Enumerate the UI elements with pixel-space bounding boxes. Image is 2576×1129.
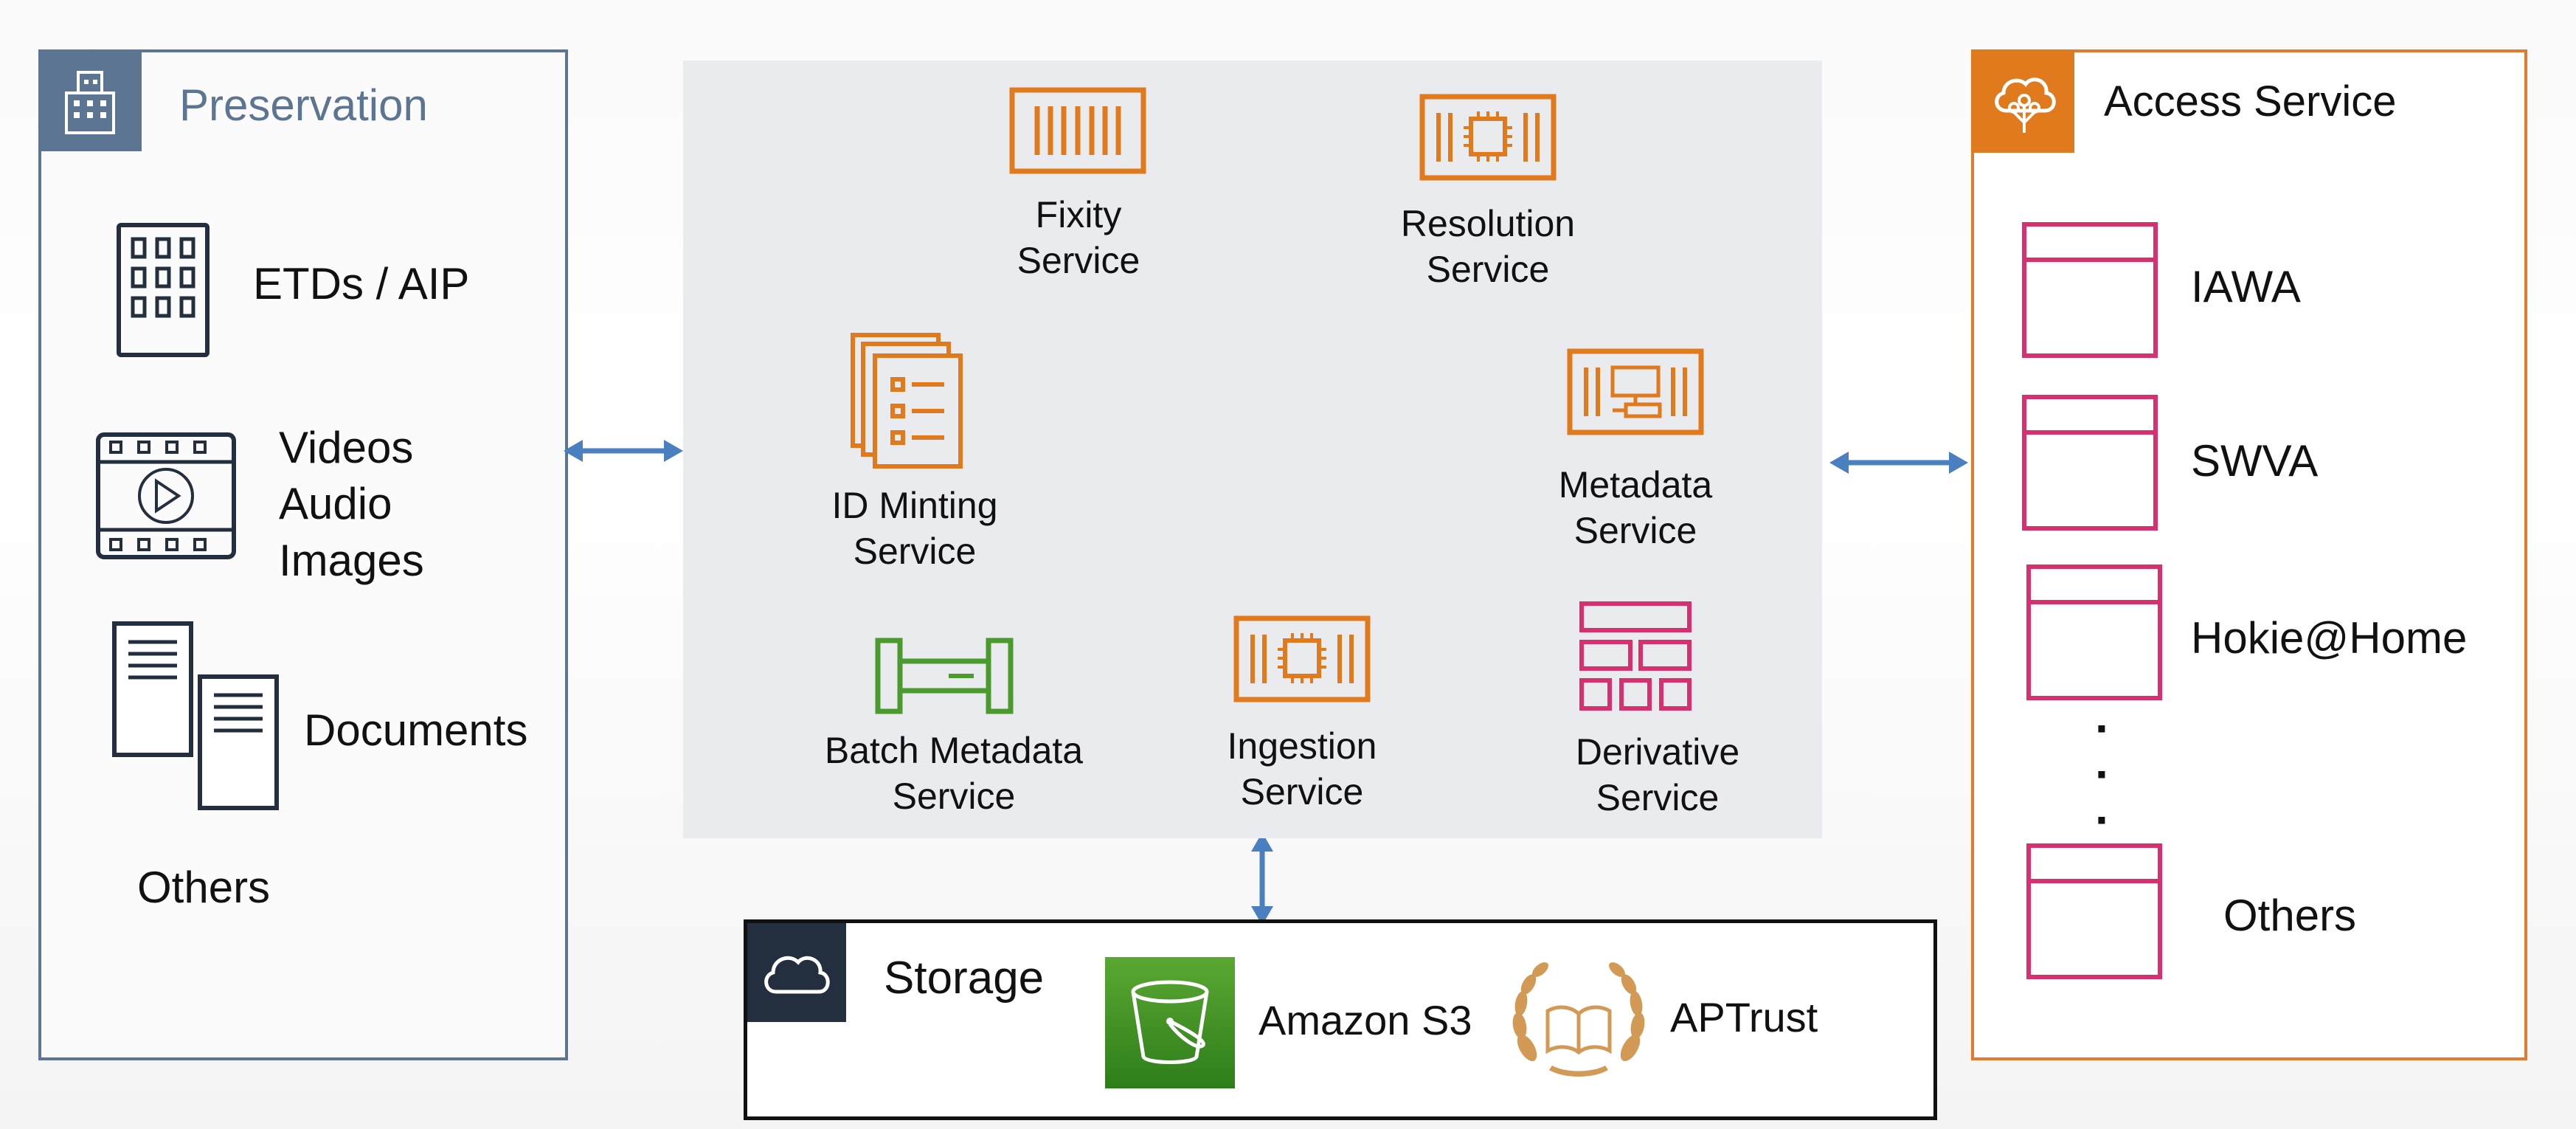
building-icon (65, 71, 115, 134)
documents-label: Documents (304, 705, 528, 755)
access-title: Access Service (2104, 77, 2397, 125)
derivative-bricks-icon (1579, 601, 1692, 711)
derivative-label-1: Derivative (1575, 731, 1740, 773)
amazon-s3-label: Amazon S3 (1258, 997, 1472, 1043)
iawa-window-icon (2022, 222, 2158, 358)
ellipsis-dot-3: · (2095, 793, 2111, 846)
access-panel (1971, 49, 2527, 1060)
fixity-label-1: Fixity (1035, 194, 1122, 235)
resolution-chip-container-icon (1419, 94, 1557, 181)
batch-metadata-label-1: Batch Metadata (824, 730, 1084, 771)
ingestion-label-2: Service (1240, 771, 1364, 812)
swva-label: SWVA (2191, 436, 2319, 486)
storage-panel (744, 919, 1937, 1120)
id-minting-documents-icon (851, 333, 963, 469)
preservation-services-arrow (564, 440, 683, 462)
etds-aip-label: ETDs / AIP (253, 259, 470, 308)
metadata-monitor-container-icon (1567, 348, 1704, 435)
images-label: Images (279, 536, 424, 585)
video-film-icon (96, 432, 236, 559)
audio-label: Audio (279, 479, 392, 528)
access-others-label: Others (2223, 891, 2357, 940)
iawa-label: IAWA (2191, 262, 2301, 311)
storage-title: Storage (884, 953, 1045, 1004)
aptrust-laurel-book-icon (1512, 962, 1645, 1077)
preservation-others-label: Others (137, 863, 271, 912)
ingestion-label-1: Ingestion (1227, 725, 1377, 767)
services-access-arrow (1829, 452, 1968, 474)
metadata-label-1: Metadata (1558, 464, 1713, 505)
s3-bucket-icon (1131, 980, 1209, 1064)
hokie-home-label: Hokie@Home (2191, 613, 2468, 663)
batch-metadata-pipe-icon (875, 638, 1014, 714)
documents-icon (112, 621, 279, 810)
etd-building-icon (117, 223, 210, 357)
storage-header-icon-box (747, 923, 846, 1022)
others-window-icon (2026, 843, 2162, 979)
cloud-tree-icon (1995, 77, 2056, 133)
resolution-label-1: Resolution (1400, 203, 1576, 244)
services-storage-arrow (1251, 832, 1273, 925)
batch-metadata-label-2: Service (892, 776, 1016, 817)
ingestion-chip-container-icon (1233, 615, 1371, 702)
ellipsis-dot-2: · (2095, 748, 2111, 801)
id-minting-label-1: ID Minting (831, 485, 998, 526)
resolution-label-2: Service (1426, 249, 1550, 290)
swva-window-icon (2022, 395, 2158, 531)
fixity-label-2: Service (1017, 240, 1140, 281)
id-minting-label-2: Service (853, 531, 977, 572)
ellipsis-dot-1: · (2095, 702, 2111, 755)
cloud-icon (764, 956, 830, 994)
metadata-label-2: Service (1573, 510, 1697, 551)
videos-label: Videos (279, 423, 414, 472)
hokie-home-window-icon (2026, 564, 2162, 700)
preservation-title: Preservation (179, 80, 428, 130)
derivative-label-2: Service (1596, 777, 1720, 818)
aptrust-label: APTrust (1670, 994, 1818, 1040)
access-header-icon-box (1971, 49, 2074, 153)
fixity-container-icon (1009, 87, 1146, 174)
